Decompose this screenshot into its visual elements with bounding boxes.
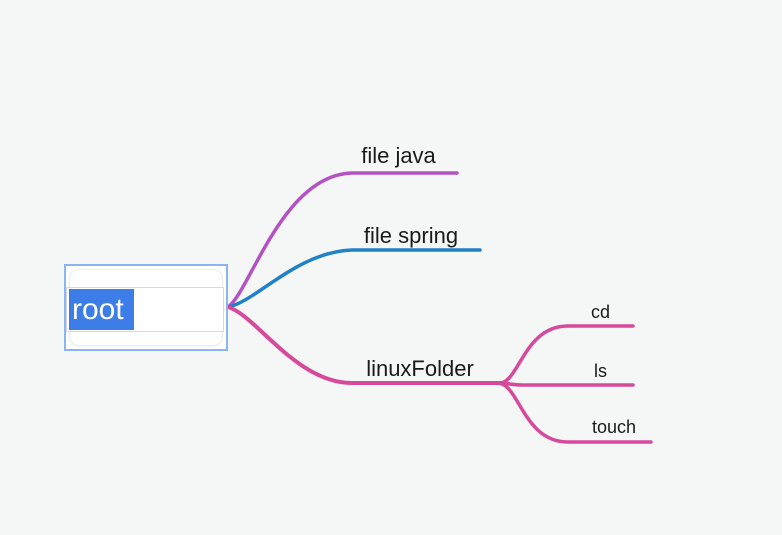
root-text-selection: root xyxy=(69,289,134,330)
root-text-input[interactable]: root xyxy=(66,287,224,332)
node-label-cd[interactable]: cd xyxy=(590,302,610,322)
node-label-ls[interactable]: ls xyxy=(594,361,607,381)
branch-line-file-spring xyxy=(226,248,482,309)
branch-line-ls xyxy=(500,381,635,387)
node-label-touch[interactable]: touch xyxy=(591,417,637,437)
root-node[interactable]: root xyxy=(64,264,228,351)
node-label-file-spring[interactable]: file spring xyxy=(363,223,459,248)
node-label-linuxfolder[interactable]: linuxFolder xyxy=(366,356,474,381)
node-label-file-java[interactable]: file java xyxy=(361,143,436,168)
